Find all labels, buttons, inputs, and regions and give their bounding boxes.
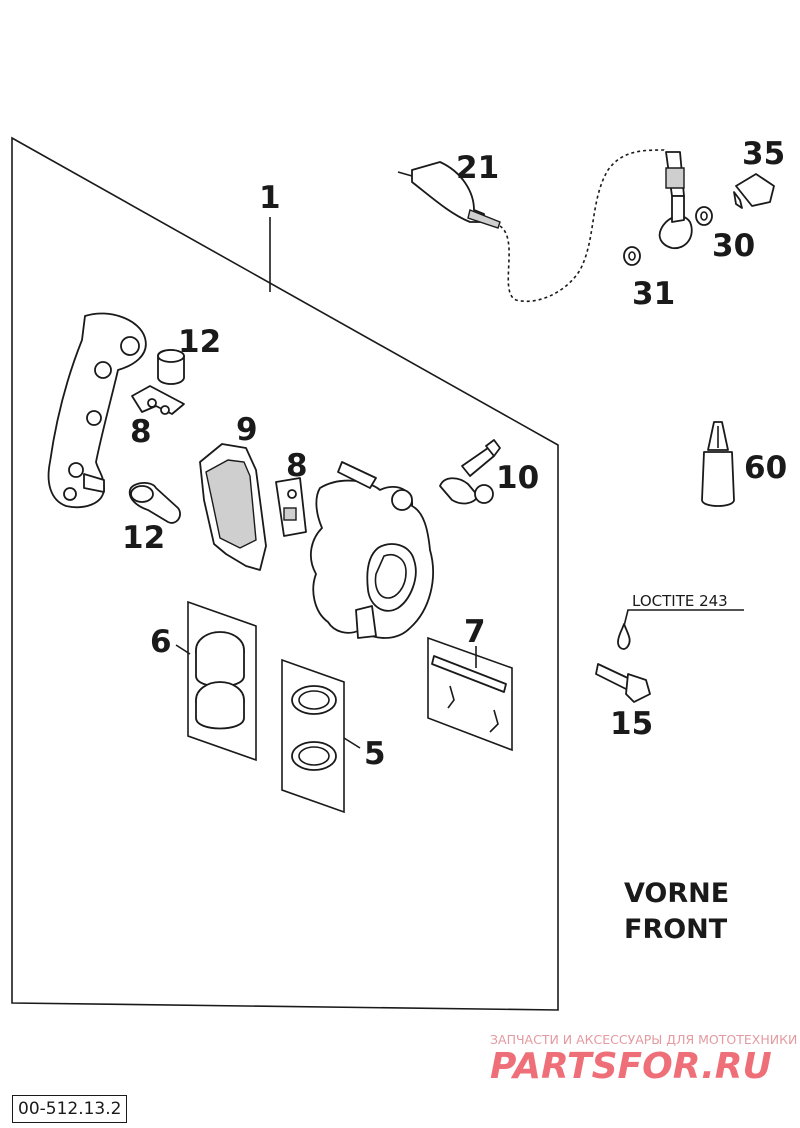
caliper-body — [309, 461, 434, 639]
assembly-panel — [11, 136, 559, 1011]
pad-spring-8-upper — [131, 385, 185, 415]
bush-12-upper — [157, 349, 185, 385]
brake-hose-21 — [397, 149, 673, 303]
label-part-9: 9 — [236, 412, 258, 448]
label-part-7: 7 — [464, 614, 486, 650]
pistons-6 — [187, 600, 257, 762]
pad-pin-7 — [427, 636, 513, 752]
label-part-5: 5 — [364, 736, 386, 772]
caliper-bracket — [47, 312, 147, 509]
loctite-drop-icon — [617, 623, 631, 650]
label-part-8-lower: 8 — [286, 448, 308, 484]
drawing-code: 00-512.13.2 — [12, 1095, 128, 1123]
leader-line-5 — [343, 737, 361, 749]
guide-pin-12-lower — [128, 482, 181, 524]
pad-spring-8-lower — [275, 477, 307, 537]
threadlocker-bottle-60 — [701, 421, 735, 507]
label-part-31: 31 — [632, 276, 675, 312]
label-part-12-lower: 12 — [122, 520, 165, 556]
label-part-1: 1 — [259, 180, 281, 216]
location-label-german: VORNE — [624, 878, 729, 909]
washer-31-hole — [628, 251, 636, 261]
washer-30-hole — [700, 211, 708, 221]
watermark-brand: PARTSFOR.RU — [490, 1046, 772, 1087]
bleeder-valve-10 — [439, 439, 501, 505]
washer-31 — [623, 246, 641, 266]
loctite-note: LOCTITE 243 — [632, 592, 728, 610]
watermark-subtitle: ЗАПЧАСТИ И АКСЕССУАРЫ ДЛЯ МОТОТЕХНИКИ — [490, 1032, 797, 1047]
label-part-35: 35 — [742, 136, 785, 172]
label-part-15: 15 — [610, 706, 653, 742]
loctite-leader-line — [623, 609, 744, 627]
piston-seals-5 — [281, 658, 345, 814]
location-label-english: FRONT — [624, 914, 728, 945]
brake-pad-9 — [199, 443, 267, 571]
label-part-21: 21 — [456, 150, 499, 186]
washer-30 — [695, 206, 713, 226]
label-part-12-upper: 12 — [178, 324, 221, 360]
label-part-6: 6 — [150, 624, 172, 660]
label-part-8-upper: 8 — [130, 414, 152, 450]
label-part-10: 10 — [496, 460, 539, 496]
label-part-60: 60 — [744, 450, 787, 486]
banjo-fitting — [658, 151, 693, 249]
bolt-15 — [595, 663, 651, 703]
banjo-bolt-35 — [733, 173, 775, 209]
leader-line-6 — [175, 644, 191, 655]
label-part-30: 30 — [712, 228, 755, 264]
